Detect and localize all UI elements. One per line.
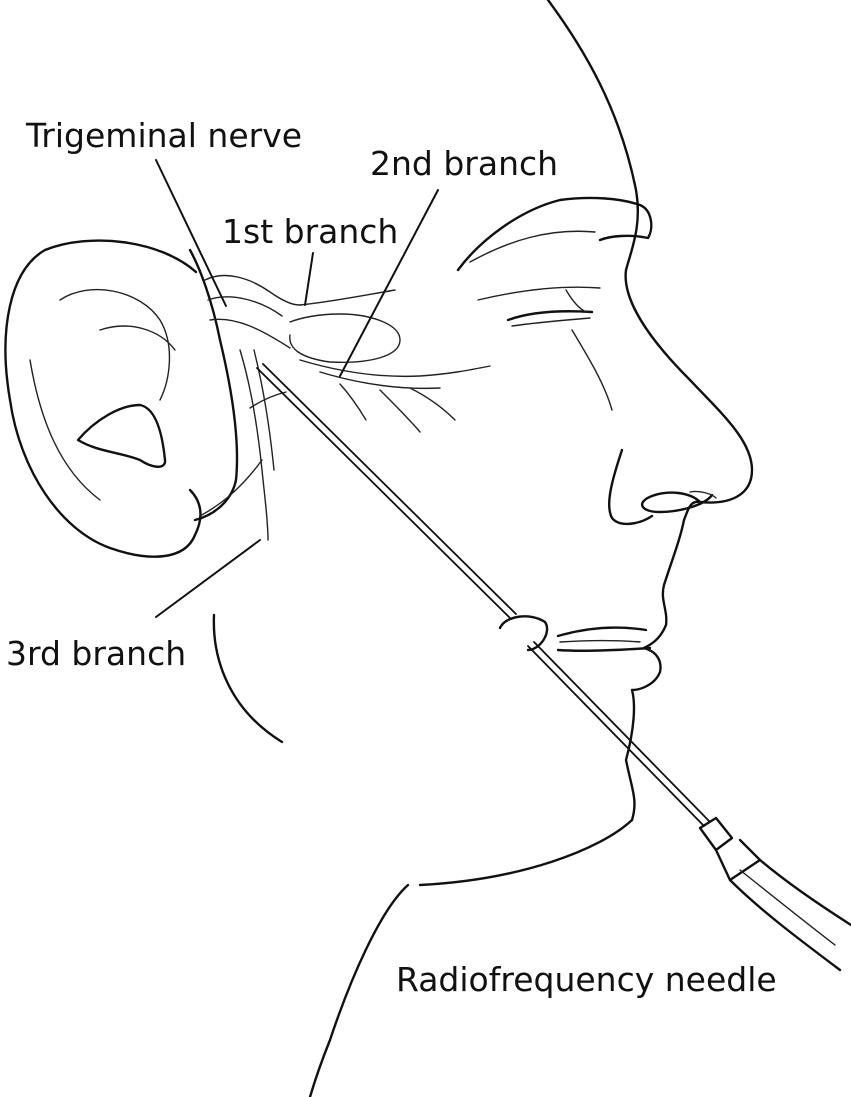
first-branch-label: 1st branch <box>222 212 398 251</box>
trigeminal-nerve-label: Trigeminal nerve <box>25 116 302 155</box>
trigeminal-nerve <box>199 274 491 541</box>
third-branch-leader <box>155 539 261 618</box>
eye-region <box>456 196 653 327</box>
needle-label: Radiofrequency needle <box>396 960 777 999</box>
first-branch-leader <box>304 252 314 306</box>
second-branch-label: 2nd branch <box>370 144 558 183</box>
head-outline <box>212 0 754 1097</box>
third-branch-label: 3rd branch <box>6 634 186 673</box>
second-branch-leader <box>339 189 439 377</box>
ear <box>4 239 239 558</box>
trigeminal-nerve-leader <box>155 159 227 307</box>
radiofrequency-needle <box>256 363 851 972</box>
